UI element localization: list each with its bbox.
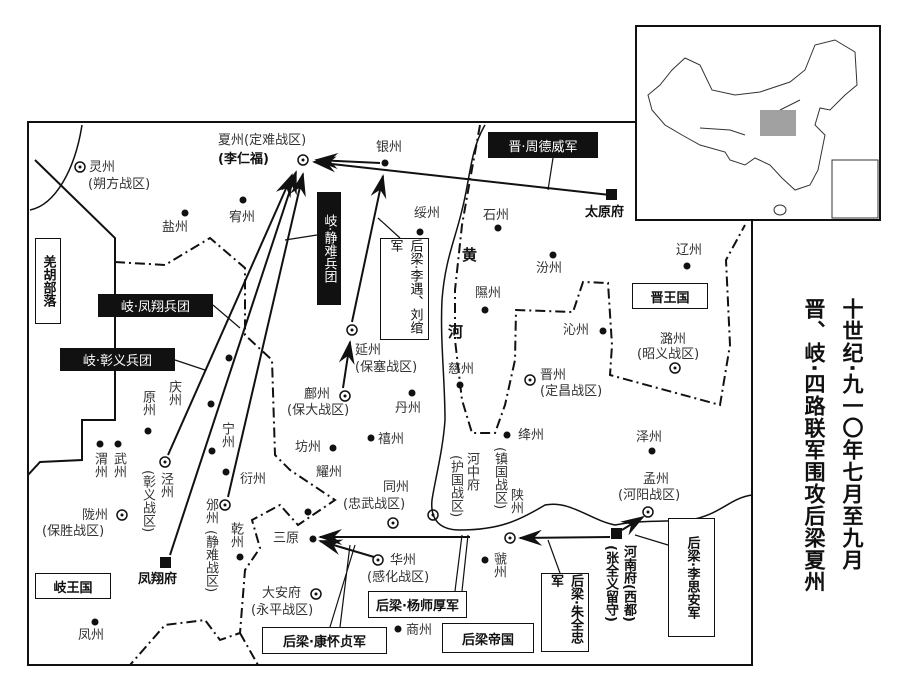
capital-squares xyxy=(160,189,622,568)
inset-frame xyxy=(635,25,881,221)
arrow-henan xyxy=(518,529,611,546)
place-qinzhou: 沁州 xyxy=(563,323,590,338)
place-sanyuan: 三原 xyxy=(273,531,300,546)
place-longzhou-zone: (保胜战区) xyxy=(42,524,105,539)
inset-china-map xyxy=(647,39,879,219)
place-xiazhou: 夏州(定难战区) xyxy=(218,133,307,148)
army-liang-kang: 后梁·康怀贞军 xyxy=(262,627,387,654)
place-fengxiang: 凤翔府 xyxy=(138,572,178,587)
place-lingzhou-zone: (朔方战区) xyxy=(88,177,151,192)
place-yanzhou3: 衍州 xyxy=(240,472,267,487)
arrow-fengxiang xyxy=(169,170,297,556)
west-boundary xyxy=(27,159,116,476)
kingdom-liang: 后梁帝国 xyxy=(442,623,534,653)
place-tongzhou: 同州 xyxy=(383,480,410,495)
place-zezhou: 泽州 xyxy=(636,430,663,445)
army-zhou-dewei: 晋·周德威军 xyxy=(488,132,598,158)
army-liang-yang: 后梁·杨师厚军 xyxy=(368,591,467,618)
place-shangzhou: 商州 xyxy=(406,623,433,638)
place-jiangzhou: 绛州 xyxy=(518,428,545,443)
place-ningzhou: 宁州 xyxy=(219,422,234,448)
place-daan-zone: (永平战区) xyxy=(251,603,314,618)
place-suizhou: 绥州 xyxy=(414,206,441,221)
army-liang-lisian: 后梁·李思安军 xyxy=(668,518,715,637)
place-huazhou: 华州 xyxy=(390,553,417,568)
place-longzhou: 陇州 xyxy=(82,508,109,523)
kingdom-qiang: 羌胡部落 xyxy=(35,238,61,324)
jin-liang-boundary xyxy=(454,124,746,434)
place-daan: 大安府 xyxy=(262,586,302,601)
place-hezhong-zone: (护国战区) xyxy=(448,455,463,518)
place-hezhong: 河中府 xyxy=(464,452,479,491)
place-yinzhou: 银州 xyxy=(376,140,403,155)
place-mengzhou-zone: (河阳战区) xyxy=(618,488,681,503)
qi-liang-boundary xyxy=(114,236,337,666)
place-shanzhou: 陕州 xyxy=(508,488,523,514)
zone-circles xyxy=(74,154,681,600)
army-liang-liyu: 后梁·李遇、刘绾军 xyxy=(380,238,429,340)
place-qianzhou: 乾州 xyxy=(228,522,243,548)
place-yaozhou: 耀州 xyxy=(316,465,343,480)
place-yanzhou-zone: (保塞战区) xyxy=(355,360,418,375)
place-cizhou: 慈州 xyxy=(448,362,475,377)
place-mengzhou: 孟州 xyxy=(643,472,670,487)
army-qi-fengxiang: 岐·凤翔兵团 xyxy=(98,294,213,317)
place-fenzhou: 汾州 xyxy=(536,261,563,276)
place-luzhou-zone: (昭义战区) xyxy=(637,347,700,362)
army-liang-zhu: 后梁·朱全忠军 xyxy=(541,573,589,652)
kingdom-jin: 晋王国 xyxy=(632,283,708,309)
place-binzhou-zone: (静难战区) xyxy=(203,530,218,593)
place-jinzhou: 晋州 xyxy=(540,368,567,383)
place-qingzhou: 庆州 xyxy=(166,380,181,406)
arrow-binzhou xyxy=(227,172,306,498)
place-jinzhou-zone: (定昌战区) xyxy=(540,384,603,399)
place-fengzhou: 凤州 xyxy=(78,628,105,643)
map-title-line1: 十世纪·九一〇年七月至九月 xyxy=(840,298,864,571)
place-henan-lord: (张全义留守) xyxy=(603,545,618,622)
place-fuzhou: 鄜州 xyxy=(304,387,331,402)
inset-highlight xyxy=(760,110,796,136)
place-xizhou2: 禧州 xyxy=(378,432,405,447)
place-xiazhou-lord: (李仁福) xyxy=(218,152,269,167)
place-luzhou: 潞州 xyxy=(660,332,687,347)
arrow-huazhou xyxy=(318,539,375,558)
place-youzhou: 宥州 xyxy=(229,210,256,225)
place-guozhou: 虢州 xyxy=(491,552,506,578)
army-qi-zhangyi: 岐·彰义兵团 xyxy=(60,348,175,371)
place-huazhou-zone: (感化战区) xyxy=(367,570,430,585)
arrow-zhou-dewei xyxy=(312,156,611,196)
river-label-huang: 黄 xyxy=(462,246,478,264)
place-weizhou: 渭州 xyxy=(92,452,107,478)
place-wuzhou: 武州 xyxy=(111,452,126,478)
place-yanzhou: 延州 xyxy=(355,343,382,358)
place-yanzhou-salt: 盐州 xyxy=(162,220,189,235)
arrow-jingzhou xyxy=(167,173,293,456)
place-liaozhou: 辽州 xyxy=(676,243,703,258)
place-henan: 河南府(西都) xyxy=(621,545,636,622)
river-label-he: 河 xyxy=(448,323,464,341)
army-qi-jingnan: 岐·静难兵团 xyxy=(317,192,341,305)
city-dots xyxy=(91,159,691,633)
place-tongzhou-zone: (忠武战区) xyxy=(343,497,406,512)
place-fuzhou-zone: (保大战区) xyxy=(287,403,350,418)
map-title-line2: 晋、岐·四路联军围攻后梁夏州 xyxy=(802,298,826,593)
place-fangzhou: 坊州 xyxy=(295,440,322,455)
kingdom-qi: 岐王国 xyxy=(35,573,111,599)
arrow-mengzhou xyxy=(620,515,645,536)
arrow-yanzhou xyxy=(351,174,387,323)
arrow-fuzhou xyxy=(338,340,355,389)
place-binzhou: 邠州 xyxy=(203,498,218,524)
place-jingzhou-zone: (彰义战区) xyxy=(140,470,155,533)
place-danzhou: 丹州 xyxy=(395,401,422,416)
place-shanzhou-zone: (镇国战区) xyxy=(492,447,507,510)
place-jingzhou: 泾州 xyxy=(158,472,173,498)
arrow-yinzhou xyxy=(314,153,381,170)
place-yuanzhou: 原州 xyxy=(140,390,155,416)
place-taiyuan: 太原府 xyxy=(585,205,625,220)
place-shizhou: 石州 xyxy=(483,208,510,223)
place-xizhou: 隰州 xyxy=(475,286,502,301)
place-lingzhou: 灵州 xyxy=(89,160,116,175)
